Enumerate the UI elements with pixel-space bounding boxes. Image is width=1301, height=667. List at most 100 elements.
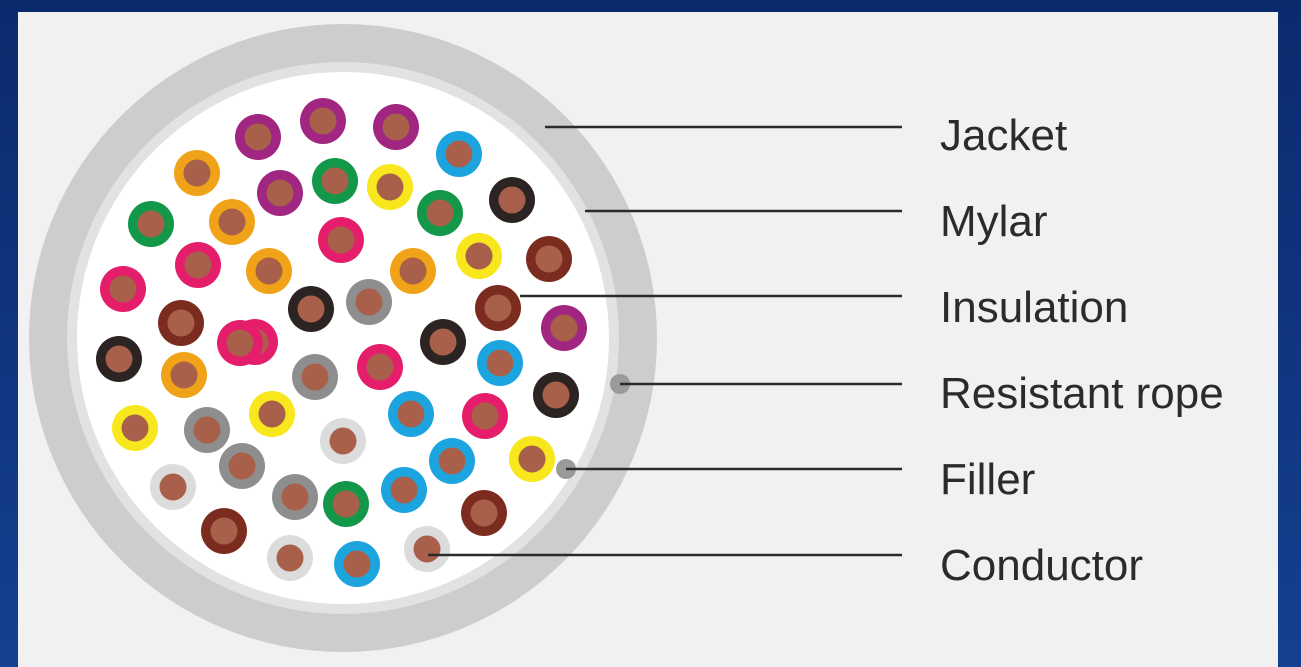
wire (158, 300, 204, 346)
wire (249, 391, 295, 437)
diagram-panel: Jacket Mylar Insulation Resistant rope F… (18, 12, 1278, 667)
wire-conductor (382, 113, 410, 141)
wire-conductor (228, 452, 256, 480)
wire (404, 526, 450, 572)
wire-conductor (471, 402, 499, 430)
wire (436, 131, 482, 177)
wire (235, 114, 281, 160)
wire-conductor (159, 473, 187, 501)
wire (381, 467, 427, 513)
wire (461, 490, 507, 536)
wire-conductor (390, 476, 418, 504)
wire-conductor (281, 483, 309, 511)
wire (96, 336, 142, 382)
wire (174, 150, 220, 196)
wire (456, 233, 502, 279)
wire-conductor (399, 257, 427, 285)
wire (509, 436, 555, 482)
resistant-rope-label: Resistant rope (940, 369, 1224, 418)
wire (475, 285, 521, 331)
wire-conductor (226, 329, 254, 357)
wire (272, 474, 318, 520)
conductor-label: Conductor (940, 541, 1143, 590)
wire-conductor (355, 288, 383, 316)
wire-conductor (465, 242, 493, 270)
wire-conductor (309, 107, 337, 135)
wire (217, 320, 263, 366)
wire-conductor (376, 173, 404, 201)
wire (373, 104, 419, 150)
wire-conductor (167, 309, 195, 337)
jacket-label: Jacket (940, 111, 1067, 160)
wire-conductor (258, 400, 286, 428)
wire-conductor (470, 499, 498, 527)
wires-group (96, 98, 587, 587)
wire (257, 170, 303, 216)
wire-conductor (105, 345, 133, 373)
filler-label: Filler (940, 455, 1035, 504)
wire-conductor (550, 314, 578, 342)
wire (209, 199, 255, 245)
wire-conductor (498, 186, 526, 214)
wire (541, 305, 587, 351)
wire (388, 391, 434, 437)
wire-conductor (426, 199, 454, 227)
wire (429, 438, 475, 484)
wire-conductor (438, 447, 466, 475)
wire (175, 242, 221, 288)
wire-conductor (542, 381, 570, 409)
wire (489, 177, 535, 223)
wire-conductor (366, 353, 394, 381)
wire (128, 201, 174, 247)
wire (533, 372, 579, 418)
wire-conductor (266, 179, 294, 207)
wire-conductor (301, 363, 329, 391)
wire (150, 464, 196, 510)
wire-conductor (276, 544, 304, 572)
wire (300, 98, 346, 144)
wire-conductor (255, 257, 283, 285)
insulation-label: Insulation (940, 283, 1128, 332)
wire-conductor (327, 226, 355, 254)
wire-conductor (332, 490, 360, 518)
wire (526, 236, 572, 282)
wire (390, 248, 436, 294)
wire-conductor (397, 400, 425, 428)
wire-conductor (343, 550, 371, 578)
wire-conductor (518, 445, 546, 473)
wire-conductor (429, 328, 457, 356)
wire (334, 541, 380, 587)
wire-conductor (484, 294, 512, 322)
wire (201, 508, 247, 554)
mylar-label: Mylar (940, 197, 1048, 246)
wire (267, 535, 313, 581)
wire (184, 407, 230, 453)
wire (420, 319, 466, 365)
wire-conductor (183, 159, 211, 187)
wire (462, 393, 508, 439)
wire-conductor (184, 251, 212, 279)
wire-conductor (329, 427, 357, 455)
wire (357, 344, 403, 390)
wire (112, 405, 158, 451)
wire-conductor (321, 167, 349, 195)
wire (477, 340, 523, 386)
wire-conductor (244, 123, 272, 151)
wire-conductor (535, 245, 563, 273)
wire-conductor (486, 349, 514, 377)
wire-conductor (210, 517, 238, 545)
wire-conductor (445, 140, 473, 168)
wire-conductor (121, 414, 149, 442)
wire-conductor (193, 416, 221, 444)
cable-core (77, 72, 609, 604)
wire (320, 418, 366, 464)
wire-conductor (218, 208, 246, 236)
wire (219, 443, 265, 489)
wire (292, 354, 338, 400)
cable-cross-section-diagram: Jacket Mylar Insulation Resistant rope F… (29, 24, 1224, 652)
wire (246, 248, 292, 294)
wire-conductor (413, 535, 441, 563)
wire (346, 279, 392, 325)
wire-conductor (170, 361, 198, 389)
wire-conductor (137, 210, 165, 238)
